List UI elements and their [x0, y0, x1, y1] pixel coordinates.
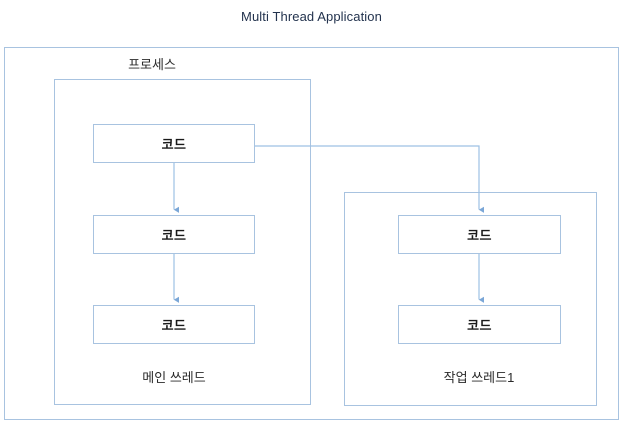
code-node-main-3: 코드 [93, 305, 255, 344]
process-container [54, 79, 311, 405]
code-node-worker-1: 코드 [398, 215, 561, 254]
process-container-label: 프로세스 [128, 57, 176, 72]
diagram-title: Multi Thread Application [241, 9, 382, 24]
code-node-worker-2: 코드 [398, 305, 561, 344]
code-node-main-2: 코드 [93, 215, 255, 254]
application-container [4, 47, 619, 420]
worker-thread-label: 작업 쓰레드1 [443, 370, 515, 385]
main-thread-label: 메인 쓰레드 [142, 370, 206, 385]
code-node-main-1: 코드 [93, 124, 255, 163]
